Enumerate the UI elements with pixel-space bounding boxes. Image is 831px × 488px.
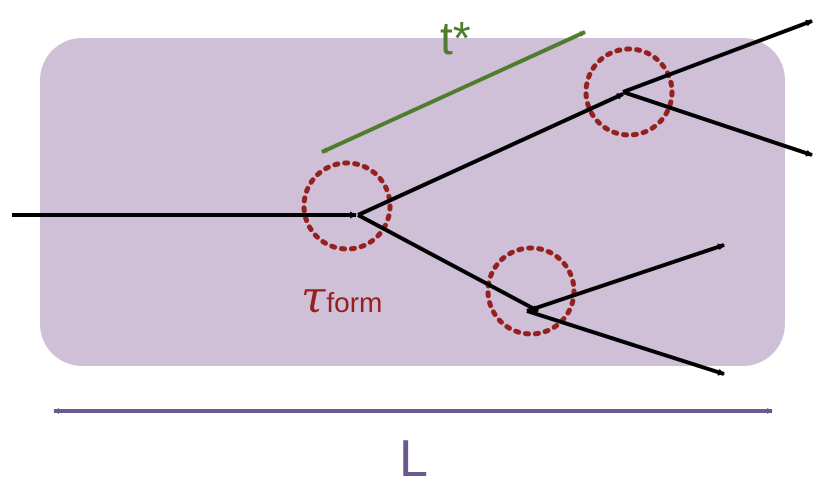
- upper-top-outgoing-arrow: [622, 19, 813, 94]
- t-star-label: t*: [440, 12, 471, 64]
- lower-bottom-outgoing-arrow: [526, 309, 726, 376]
- t-star-double-arrow: [321, 30, 586, 154]
- tau-form-label: τform: [301, 272, 382, 323]
- medium-region: [40, 38, 785, 366]
- splitting-vertex-circle-2: [583, 46, 675, 138]
- upper-bottom-outgoing-arrow: [622, 90, 813, 157]
- splitting-vertex-circle-3: [485, 245, 577, 337]
- tau-symbol: τ: [301, 272, 326, 323]
- tau-subscript: form: [326, 287, 382, 318]
- lower-branch-arrow: [357, 213, 539, 313]
- lower-top-outgoing-arrow: [526, 243, 725, 313]
- splitting-vertex-circle-1: [301, 160, 393, 252]
- medium-length-label: L: [399, 430, 428, 488]
